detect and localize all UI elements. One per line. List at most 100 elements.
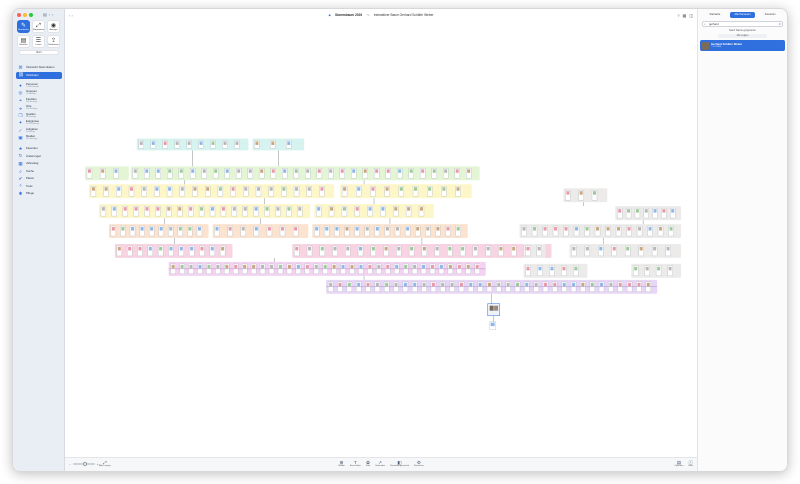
person-photo (653, 209, 657, 213)
person-card (625, 245, 631, 257)
person-photo (550, 266, 554, 271)
person-photo (368, 207, 372, 211)
family-tree-chart[interactable] (65, 21, 697, 457)
window-controls (17, 13, 33, 17)
person-photo (371, 246, 375, 251)
person-card (385, 168, 391, 179)
forward-icon[interactable]: › (52, 12, 54, 17)
group-by-name-toggle[interactable]: Nach Name gruppieren (729, 29, 756, 32)
sidebar-item-label: Jahrestag (26, 161, 39, 166)
zoom-button[interactable] (29, 13, 33, 17)
person-photo (446, 227, 450, 231)
person-card (132, 168, 138, 179)
zoom-slider[interactable] (72, 462, 95, 466)
fit-button[interactable]: ⤢ Alles zeigen (99, 460, 111, 467)
grid-icon[interactable]: ▦ (682, 12, 687, 18)
person-card (615, 225, 622, 237)
mode-publizieren-button[interactable]: ⇪Publizieren (47, 35, 60, 48)
zoom-in-icon[interactable]: + (96, 462, 99, 466)
sidebar-item-16[interactable]: ✧Tools (16, 183, 62, 190)
help-icon[interactable]: ? (677, 12, 680, 18)
sidebar-item-1[interactable]: ⌘Übersicht Stammbaum (16, 64, 62, 71)
zoom-slider-thumb[interactable] (82, 462, 87, 466)
person-card (339, 168, 345, 179)
person-photo (359, 246, 363, 251)
person-photo (461, 246, 465, 251)
sidebar-item-11[interactable]: ★Favoriten (16, 145, 62, 152)
group-icon: ◎ (18, 90, 23, 95)
search-value: gerhard (709, 22, 719, 26)
person-photo (414, 187, 417, 191)
person-search-field[interactable]: ⌕ gerhard ⊗ (702, 21, 783, 27)
mode-diagramme-button[interactable]: ⤢Diagramme (32, 20, 45, 33)
person-photo (252, 264, 256, 269)
person-card (100, 205, 107, 217)
person-card (110, 225, 117, 237)
person-card (441, 186, 447, 197)
mode-berichte-button[interactable]: ▤Berichte (17, 35, 30, 48)
minimize-button[interactable] (23, 13, 27, 17)
person-card (472, 245, 479, 257)
person-photo (188, 227, 192, 231)
sidebar-item-12[interactable]: ↻Änderungen (16, 153, 62, 160)
person-photo (526, 246, 530, 251)
sidebar-item-17[interactable]: ✱Pflege (16, 190, 62, 197)
tool-stile-button[interactable]: ✿Stile (366, 460, 370, 467)
tab-3[interactable]: Favoriten (764, 13, 776, 16)
person-photo (635, 209, 639, 213)
person-card (178, 168, 184, 179)
zoom-out-icon[interactable]: − (69, 462, 71, 466)
split-icon[interactable]: ◫ (689, 12, 693, 18)
tool-verbinden-button[interactable]: ↗Verbinden (375, 460, 385, 467)
person-card (316, 205, 322, 217)
view-tool-icon: ◧ (397, 460, 402, 465)
back-icon[interactable]: ‹ (48, 12, 51, 17)
sidebar-item-13[interactable]: ▦Jahrestag (16, 160, 62, 167)
mode-listen-button[interactable]: ☰Listen (32, 35, 45, 48)
person-card (521, 225, 527, 237)
sidebar-item-14[interactable]: ⌕Suche (16, 168, 62, 175)
tool-darstellungsansicht-button[interactable]: ◧Darstellungsansicht (390, 460, 409, 467)
tab-1[interactable]: Startseite (709, 13, 721, 16)
mode-bearbeiten-button[interactable]: ✎Bearbeiten (17, 20, 30, 33)
person-photo (533, 227, 537, 231)
person-photo (255, 141, 259, 145)
person-card (549, 265, 555, 277)
tool-einrichten-button[interactable]: ⚙Einrichten (414, 460, 424, 467)
more-button[interactable]: Mehr (19, 50, 59, 55)
person-photo (431, 264, 435, 269)
show-all-button[interactable]: Alle zeigen (718, 34, 767, 38)
person-photo (448, 246, 452, 251)
sidebar-toggle-icon[interactable]: ▤ (43, 12, 47, 17)
person-card (139, 225, 145, 237)
person-photo (450, 282, 454, 287)
eye-icon: ◉ (50, 22, 57, 29)
tool-optionen-button[interactable]: ▤Optionen (675, 460, 684, 467)
back-nav-icon[interactable]: ‹ › (69, 12, 73, 18)
sidebar-item-2[interactable]: ⛓Verbinden (16, 71, 62, 79)
person-photo (123, 207, 127, 211)
tool-stellen-button[interactable]: ⊞Stellen (338, 460, 345, 467)
tree-canvas[interactable] (65, 21, 697, 457)
close-button[interactable] (17, 13, 21, 17)
search-result-item[interactable]: Gerhard Schäfer Weber * 1.2.1968 (700, 40, 785, 51)
person-photo (422, 264, 426, 269)
mode-anzeige-button[interactable]: ◉Anzeige (47, 20, 60, 33)
person-card (306, 186, 312, 197)
person-card (573, 225, 580, 237)
sidebar-item-15[interactable]: ✔Plausi (16, 175, 62, 182)
clear-search-icon[interactable]: ⊗ (778, 22, 781, 26)
tab-2[interactable]: Alle Personen (729, 12, 756, 18)
person-photo (335, 227, 339, 231)
person-card (293, 168, 299, 179)
